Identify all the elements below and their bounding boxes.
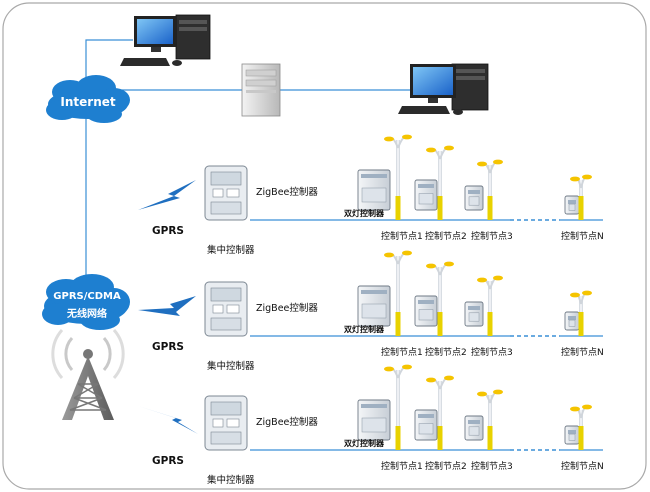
concentrator-icon <box>204 395 248 451</box>
node-controller-icon <box>414 295 438 327</box>
radio-tower-icon <box>51 329 125 420</box>
node-label-3: 控制节点3 <box>471 348 513 358</box>
dual-lamp-controller-label: 双灯控制器 <box>344 439 384 448</box>
node-label-3: 控制节点3 <box>471 232 513 242</box>
gprs-label: GPRS <box>152 341 184 353</box>
controller-row-3 <box>204 364 603 451</box>
concentrator-label: 集中控制器 <box>207 245 255 256</box>
node-label-2: 控制节点2 <box>425 462 467 472</box>
node-controller-icon <box>564 425 580 445</box>
controller-row-2 <box>204 250 603 337</box>
controller-rows <box>204 134 603 451</box>
node-label-1: 控制节点1 <box>381 348 423 358</box>
node-label-3: 控制节点3 <box>471 462 513 472</box>
node-label-n: 控制节点N <box>561 462 604 472</box>
node-label-1: 控制节点1 <box>381 462 423 472</box>
computer-icon-workstation-2 <box>398 63 489 115</box>
node-controller-icon <box>564 311 580 331</box>
dual-lamp-controller-label: 双灯控制器 <box>344 209 384 218</box>
zigbee-controller-label: ZigBee控制器 <box>256 417 318 428</box>
wireless-network-cloud-icon <box>42 274 130 330</box>
concentrator-label: 集中控制器 <box>207 361 255 372</box>
dual-lamp-controller-icon <box>357 285 391 327</box>
internet-label: Internet <box>60 95 116 109</box>
concentrator-icon <box>204 281 248 337</box>
internet-cloud-icon <box>46 75 130 123</box>
node-controller-icon <box>464 301 484 327</box>
node-controller-icon <box>414 409 438 441</box>
zigbee-controller-label: ZigBee控制器 <box>256 303 318 314</box>
network-label-line2: 无线网络 <box>67 309 107 320</box>
network-label-line1: GPRS/CDMA <box>53 291 121 302</box>
node-label-n: 控制节点N <box>561 348 604 358</box>
server-icon <box>241 63 281 117</box>
node-label-n: 控制节点N <box>561 232 604 242</box>
node-label-2: 控制节点2 <box>425 232 467 242</box>
node-controller-icon <box>414 179 438 211</box>
dual-lamp-controller-label: 双灯控制器 <box>344 325 384 334</box>
gprs-signal-icons <box>138 180 198 434</box>
concentrator-label: 集中控制器 <box>207 475 255 486</box>
dual-lamp-controller-icon <box>357 169 391 211</box>
dual-lamp-controller-icon <box>357 399 391 441</box>
lightning-icon-row-2 <box>138 296 196 316</box>
node-label-1: 控制节点1 <box>381 232 423 242</box>
gprs-label: GPRS <box>152 225 184 237</box>
node-label-2: 控制节点2 <box>425 348 467 358</box>
node-controller-icon <box>464 415 484 441</box>
gprs-label: GPRS <box>152 455 184 467</box>
computer-icon-workstation-1 <box>120 14 211 66</box>
node-controller-icon <box>464 185 484 211</box>
zigbee-controller-label: ZigBee控制器 <box>256 187 318 198</box>
lightning-icon-row-3 <box>138 406 198 434</box>
node-controller-icon <box>564 195 580 215</box>
concentrator-icon <box>204 165 248 221</box>
lightning-icon-row-1 <box>138 180 196 210</box>
controller-row-1 <box>204 134 603 221</box>
